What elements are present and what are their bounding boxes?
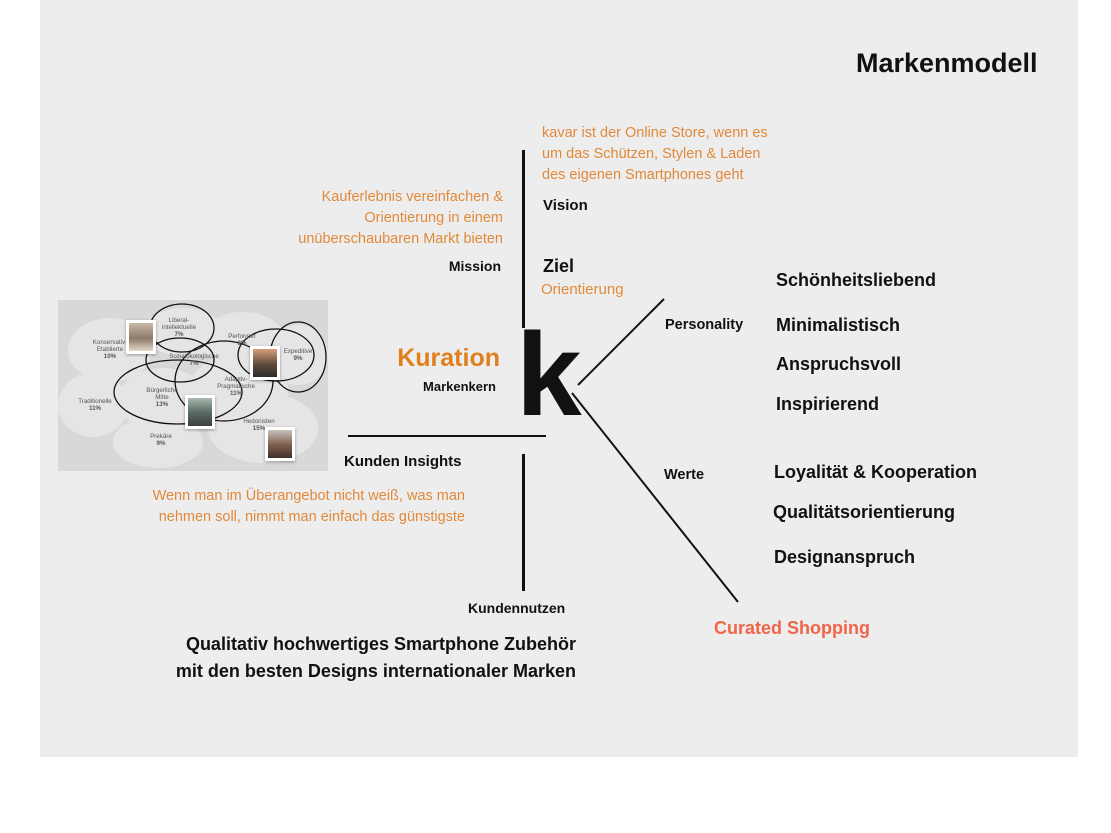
axis-line-bottom bbox=[522, 454, 525, 591]
markenkern-label: Markenkern bbox=[423, 379, 496, 394]
milieu-label: Konservativ- bbox=[93, 339, 127, 346]
vision-text-1: kavar ist der Online Store, wenn es bbox=[542, 125, 768, 141]
vision-label: Vision bbox=[543, 197, 588, 214]
personality-item: Minimalistisch bbox=[776, 315, 901, 335]
werte-item: Loyalität & Kooperation bbox=[774, 462, 978, 482]
mission-text-2: Orientierung in einem bbox=[364, 210, 503, 226]
axis-line-top bbox=[522, 150, 525, 328]
personality-item: Anspruchsvoll bbox=[776, 354, 902, 374]
milieu-label: 10% bbox=[104, 353, 117, 360]
milieu-label: Etablierte bbox=[97, 346, 124, 353]
milieu-label: 8% bbox=[238, 340, 247, 347]
milieu-label: Performer bbox=[228, 333, 256, 340]
axis-line-left bbox=[348, 435, 546, 437]
kundennutzen-text-1: Qualitativ hochwertiges Smartphone Zubeh… bbox=[185, 634, 576, 654]
kunden-insights-label: Kunden Insights bbox=[344, 453, 462, 470]
milieu-label: 9% bbox=[294, 355, 303, 362]
mission-label: Mission bbox=[448, 258, 501, 274]
kundennutzen-label: Kundennutzen bbox=[468, 600, 566, 616]
milieu-label: Liberal- bbox=[169, 317, 190, 324]
kundennutzen-text-2: mit den besten Designs internationaler M… bbox=[175, 661, 576, 681]
milieu-label: Mitte bbox=[155, 394, 169, 401]
werte-item: Designanspruch bbox=[774, 547, 916, 567]
milieu-label: Adaptiv- bbox=[225, 376, 248, 383]
kunden-insights-text-2: nehmen soll, nimmt man einfach das günst… bbox=[158, 509, 465, 525]
vision-text-2: um das Schützen, Stylen & Laden bbox=[542, 146, 761, 162]
person-photo-3 bbox=[185, 395, 215, 429]
milieu-label: intellektuelle bbox=[162, 324, 197, 331]
mission-text-3: unüberschaubaren Markt bieten bbox=[298, 231, 503, 247]
page-title: Markenmodell bbox=[856, 48, 1038, 78]
milieu-label: Pragmatische bbox=[217, 383, 255, 390]
curated-shopping-label: Curated Shopping bbox=[714, 618, 870, 638]
personality-label: Personality bbox=[665, 317, 744, 333]
milieu-label: Expeditive bbox=[284, 348, 313, 355]
milieu-label: 7% bbox=[190, 360, 199, 367]
werte-label: Werte bbox=[664, 467, 705, 483]
person-photo-2 bbox=[250, 346, 280, 380]
milieu-label: 13% bbox=[156, 401, 169, 408]
ziel-label: Ziel bbox=[543, 256, 575, 276]
diagonal-line-werte bbox=[571, 392, 739, 603]
milieu-label: 7% bbox=[175, 331, 184, 338]
milieu-label: Sozialökologische bbox=[169, 353, 219, 360]
person-photo-4 bbox=[265, 427, 295, 461]
milieu-label: Traditionelle bbox=[78, 398, 112, 405]
personality-item: Inspirierend bbox=[776, 394, 880, 414]
mission-text-1: Kauferlebnis vereinfachen & bbox=[321, 189, 503, 205]
markenkern-value: Kuration bbox=[397, 344, 500, 372]
milieu-label: Bürgerliche bbox=[146, 387, 178, 394]
kunden-insights-text-1: Wenn man im Überangebot nicht weiß, was … bbox=[152, 488, 465, 504]
milieu-label: Hedonisten bbox=[243, 418, 275, 425]
diagonal-line-personality bbox=[577, 298, 665, 386]
kavar-logo: k bbox=[516, 309, 582, 441]
milieu-label: 11% bbox=[89, 405, 102, 412]
milieu-label: 15% bbox=[253, 425, 266, 432]
person-photo-1 bbox=[126, 320, 156, 354]
personality-item: Schönheitsliebend bbox=[776, 270, 937, 290]
milieu-label: 11% bbox=[230, 390, 243, 397]
milieu-label: Prekäre bbox=[150, 433, 172, 440]
ziel-value: Orientierung bbox=[541, 281, 624, 298]
werte-item: Qualitätsorientierung bbox=[773, 502, 956, 522]
vision-text-3: des eigenen Smartphones geht bbox=[542, 167, 744, 183]
milieu-label: 9% bbox=[157, 440, 166, 447]
